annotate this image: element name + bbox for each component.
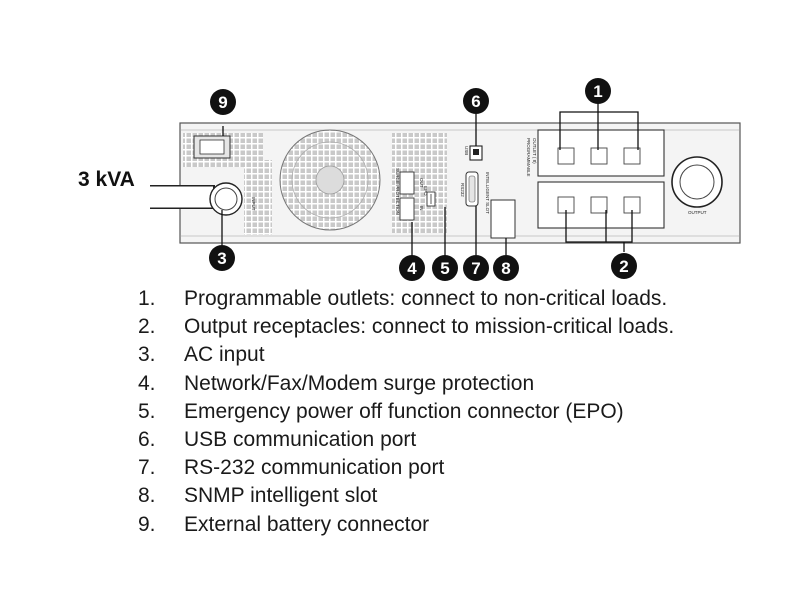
callout-6: 6	[463, 88, 489, 114]
input-label: INPUT	[251, 197, 256, 211]
callout-4: 4	[399, 255, 425, 281]
output-locking-receptacle	[671, 156, 723, 208]
legend-text: SNMP intelligent slot	[184, 484, 378, 508]
svg-text:7: 7	[471, 259, 480, 278]
legend-item: 2. Output receptacles: connect to mission…	[138, 313, 674, 341]
legend-item: 5. Emergency power off function connector…	[138, 398, 674, 426]
legend-number: 4.	[138, 371, 156, 395]
in-label: IN	[419, 206, 424, 211]
svg-text:3: 3	[217, 249, 226, 268]
legend-number: 8.	[138, 484, 156, 508]
left-vent-bottom	[244, 160, 272, 235]
programmable-label: PROGRAMMABLE	[526, 138, 531, 177]
legend-text: Emergency power off function connector (…	[184, 399, 624, 423]
callout-leaders	[221, 103, 639, 257]
usb-port	[469, 145, 483, 161]
legend-number: 9.	[138, 512, 156, 536]
callout-5: 5	[432, 255, 458, 281]
snmp-intelligent-slot	[490, 199, 516, 239]
callout-8: 8	[493, 255, 519, 281]
external-battery-connector	[193, 135, 231, 159]
legend-text: Programmable outlets: connect to non-cri…	[184, 287, 668, 310]
legend-number: 2.	[138, 315, 156, 339]
ac-input-cord	[150, 182, 243, 216]
svg-text:5: 5	[440, 259, 449, 278]
out-label: OUT	[419, 178, 424, 188]
model-label: 3 kVA	[78, 168, 135, 191]
legend-item: 6. USB communication port	[138, 426, 674, 454]
callout-7: 7	[463, 255, 489, 281]
intelligent-slot-label: INTELLIGENT SLOT	[485, 172, 490, 214]
programmable-outlets	[537, 129, 665, 177]
output-label: OUTPUT	[688, 210, 707, 215]
legend-text: Output receptacles: connect to mission-c…	[184, 315, 675, 339]
legend-item: 8. SNMP intelligent slot	[138, 482, 674, 510]
cooling-fan	[279, 129, 381, 231]
svg-text:6: 6	[471, 92, 480, 111]
legend-text: USB communication port	[184, 427, 417, 451]
legend-text: External battery connector	[184, 512, 430, 536]
svg-text:8: 8	[501, 259, 510, 278]
surge-protection-label: SURGE PROTECTION	[395, 168, 400, 215]
legend-number: 5.	[138, 399, 156, 423]
legend-text: AC input	[184, 343, 265, 367]
epo-connector	[426, 191, 436, 207]
programmable-sub-label: OUTLET ( 8)	[532, 138, 537, 164]
rs232-label: RS232	[460, 183, 465, 197]
legend-number: 7.	[138, 456, 156, 480]
legend-item: 1. Programmable outlets: connect to non-c…	[138, 285, 674, 313]
legend-number: 1.	[138, 287, 156, 310]
svg-text:2: 2	[619, 257, 628, 276]
epo-label: EPO	[423, 186, 428, 196]
usb-label: USB	[464, 146, 469, 155]
legend-item: 9. External battery connector	[138, 511, 674, 539]
legend-number: 6.	[138, 427, 156, 451]
callout-9: 9	[210, 89, 236, 115]
ups-rear-panel-diagram: 3 kVA INPUT SURGE PROTECTION OUT IN EPO	[78, 78, 741, 281]
legend-item: 3. AC input	[138, 341, 674, 369]
svg-text:4: 4	[407, 259, 417, 278]
output-receptacles	[537, 181, 665, 229]
legend-item: 7. RS-232 communication port	[138, 454, 674, 482]
surge-protection-ports	[399, 171, 415, 221]
legend-text: Network/Fax/Modem surge protection	[184, 371, 535, 395]
svg-text:1: 1	[593, 82, 602, 101]
svg-text:9: 9	[218, 93, 227, 112]
legend-item: 4. Network/Fax/Modem surge protection	[138, 370, 674, 398]
callout-3: 3	[209, 245, 235, 271]
rs232-port	[465, 171, 479, 207]
legend-text: RS-232 communication port	[184, 456, 445, 480]
callout-2: 2	[611, 253, 637, 279]
callout-1: 1	[585, 78, 611, 104]
component-legend: 1. Programmable outlets: connect to non-c…	[138, 285, 674, 539]
legend-number: 3.	[138, 343, 156, 367]
